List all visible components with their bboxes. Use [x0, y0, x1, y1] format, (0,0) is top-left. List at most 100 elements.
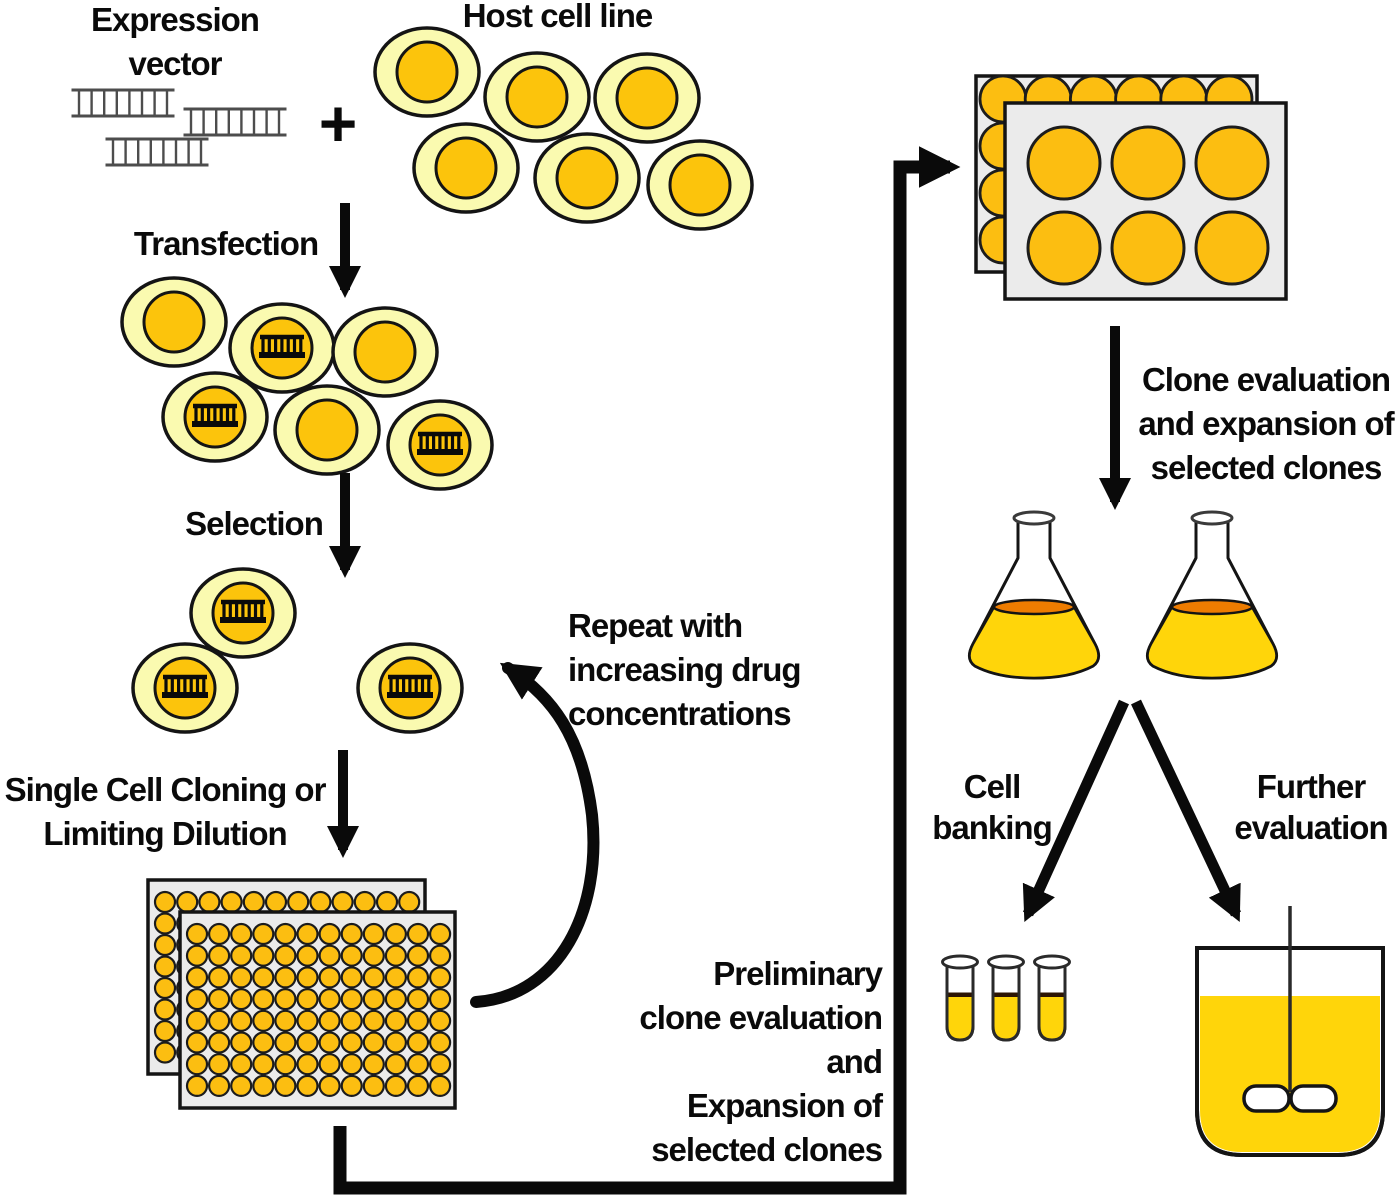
- transfected-cell-cluster: [120, 276, 492, 489]
- well: [252, 966, 275, 989]
- well: [185, 966, 209, 989]
- well: [153, 955, 177, 978]
- well: [1110, 125, 1186, 201]
- well: [208, 987, 231, 1011]
- well: [1194, 125, 1270, 201]
- impeller-blade: [1289, 1084, 1338, 1113]
- well: [274, 944, 297, 967]
- well: [252, 922, 275, 946]
- cryo-tube-icon: [987, 954, 1025, 1042]
- well: [406, 1009, 430, 1032]
- well: [340, 966, 363, 989]
- well: [296, 944, 319, 967]
- well: [362, 922, 385, 946]
- well: [208, 1031, 231, 1054]
- repeat-label: Repeat with increasing drug concentratio…: [568, 607, 802, 732]
- well: [287, 890, 310, 914]
- well: [274, 987, 297, 1011]
- well: [362, 1074, 385, 1098]
- well: [296, 922, 319, 946]
- well: [429, 1031, 452, 1054]
- cryo-tube-icon: [941, 954, 979, 1042]
- well: [1110, 210, 1186, 286]
- well: [252, 944, 275, 967]
- well: [406, 922, 430, 946]
- well: [1026, 210, 1102, 286]
- well: [185, 1074, 209, 1098]
- well: [274, 922, 297, 946]
- further-evaluation-label: Further evaluation: [1234, 768, 1388, 846]
- well: [429, 922, 452, 946]
- well: [230, 1031, 253, 1054]
- well: [230, 1074, 253, 1098]
- well: [252, 1074, 275, 1098]
- well: [242, 890, 265, 914]
- well: [340, 922, 363, 946]
- well: [208, 1074, 231, 1098]
- well: [429, 1074, 452, 1098]
- well: [296, 1009, 319, 1032]
- dna-ladder-icon: [183, 107, 287, 137]
- well: [406, 1053, 430, 1076]
- well: [208, 1009, 231, 1032]
- well: [274, 966, 297, 989]
- well: [340, 1074, 363, 1098]
- bioreactor-icon: [1195, 906, 1385, 1157]
- well: [185, 1053, 209, 1076]
- well: [429, 944, 452, 967]
- cell-banking-arrow: [1022, 699, 1130, 923]
- well: [384, 1053, 407, 1076]
- well: [362, 1009, 385, 1032]
- well: [340, 987, 363, 1011]
- well: [375, 890, 399, 914]
- well: [331, 890, 354, 914]
- well: [362, 1031, 385, 1054]
- well: [185, 1009, 209, 1032]
- well: [198, 890, 221, 914]
- repeat-loop-arrow: [470, 662, 600, 1008]
- well: [296, 987, 319, 1011]
- well: [429, 987, 452, 1011]
- well: [406, 1074, 430, 1098]
- dna-ladder-icon: [71, 88, 175, 118]
- well: [252, 1009, 275, 1032]
- well: [153, 890, 177, 914]
- well: [384, 922, 407, 946]
- well: [384, 944, 407, 967]
- well: [185, 987, 209, 1011]
- well: [384, 1031, 407, 1054]
- impeller-blade: [1242, 1084, 1291, 1113]
- well: [362, 944, 385, 967]
- selected-cell-cluster: [133, 569, 462, 732]
- well: [185, 1031, 209, 1054]
- preliminary-evaluation-label: Preliminary clone evaluation and Expansi…: [639, 955, 883, 1168]
- well: [318, 1009, 341, 1032]
- well: [318, 1031, 341, 1054]
- well: [252, 1031, 275, 1054]
- well: [362, 966, 385, 989]
- well: [318, 1074, 341, 1098]
- well: [318, 987, 341, 1011]
- well: [353, 890, 376, 914]
- selection-label: Selection: [185, 505, 324, 542]
- well: [185, 944, 209, 967]
- well: [340, 1031, 363, 1054]
- well: [230, 944, 253, 967]
- single-cell-cloning-label: Single Cell Cloning or Limiting Dilution: [4, 771, 327, 852]
- well: [1026, 125, 1102, 201]
- well: [429, 966, 452, 989]
- well: [340, 1053, 363, 1076]
- well: [384, 987, 407, 1011]
- well: [384, 966, 407, 989]
- well: [220, 890, 243, 914]
- well: [208, 922, 231, 946]
- host-cell-cluster: [373, 26, 754, 231]
- well: [384, 1074, 407, 1098]
- cell-banking-label: Cell banking: [932, 768, 1053, 846]
- well: [362, 1053, 385, 1076]
- well: [153, 1041, 177, 1064]
- well: [153, 976, 177, 1000]
- well: [406, 966, 430, 989]
- well: [274, 1074, 297, 1098]
